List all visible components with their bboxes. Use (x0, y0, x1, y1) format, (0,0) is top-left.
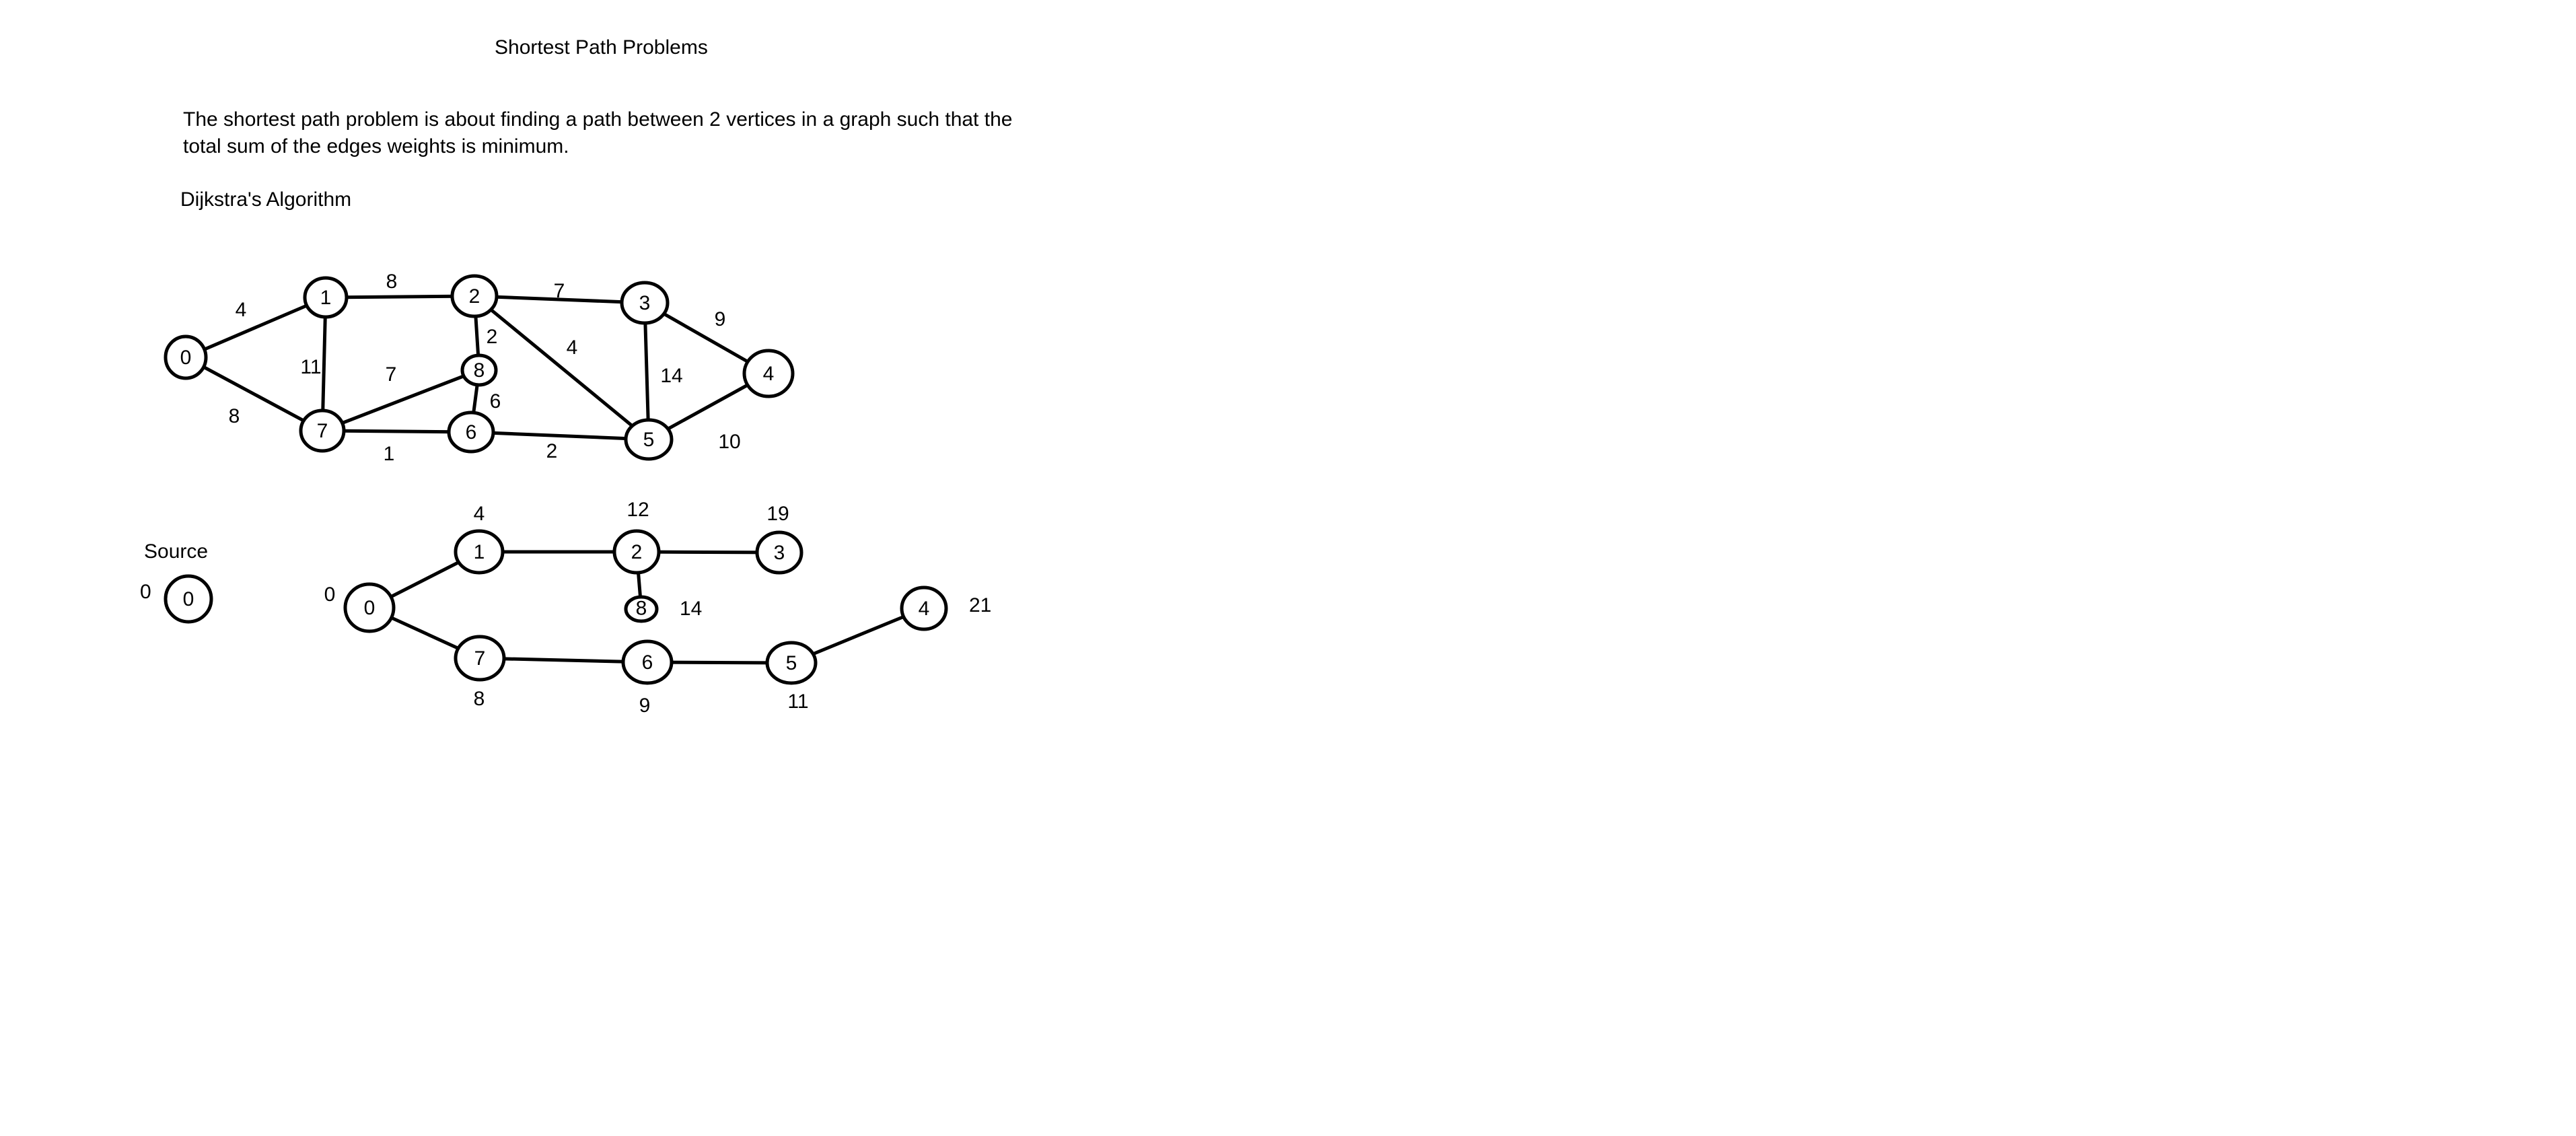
graph-edge-weights: 4 8 8 11 7 2 4 9 14 10 2 1 6 7 (229, 271, 741, 465)
node-8 (460, 353, 498, 387)
tree-node-4 (900, 585, 948, 631)
tree-node-label-0: 0 (364, 597, 375, 619)
edge-1-7 (320, 295, 328, 433)
tree-edge-7-6 (478, 656, 649, 664)
node-label-1: 1 (320, 287, 332, 309)
tree-node-label-1: 1 (474, 541, 485, 563)
source-node-label: 0 (183, 588, 194, 610)
tree-node-8 (624, 595, 659, 623)
node-2 (450, 274, 499, 318)
tree-node-5 (765, 641, 818, 685)
tree-distance-4: 21 (969, 594, 991, 616)
tree-node-1 (454, 529, 505, 575)
node-label-0: 0 (180, 347, 192, 369)
tree-node-7 (454, 635, 506, 682)
node-4 (742, 349, 795, 398)
node-label-2: 2 (469, 285, 480, 308)
description-line-2: total sum of the edges weights is minimu… (183, 135, 569, 157)
edge-weight-4-5: 10 (718, 431, 740, 453)
edge-6-7 (320, 429, 473, 434)
tree-node-0 (343, 582, 396, 633)
node-label-5: 5 (643, 429, 655, 451)
tree-distance-0: 0 (324, 583, 336, 606)
node-label-3: 3 (639, 292, 651, 314)
algorithm-title: Dijkstra's Algorithm (180, 188, 352, 211)
graph-nodes: 0 1 2 3 4 5 6 7 8 (164, 274, 795, 461)
problem-description: The shortest path problem is about findi… (183, 106, 1012, 160)
node-0 (164, 334, 208, 380)
edge-0-1 (184, 295, 328, 359)
tree-distance-6: 9 (639, 695, 651, 717)
edge-2-5 (472, 294, 651, 441)
tree-distance-1: 4 (474, 503, 485, 525)
edge-weight-7-8: 7 (386, 363, 397, 386)
edge-weight-2-5: 4 (567, 336, 578, 359)
source-label: Source (144, 540, 208, 563)
edge-weight-2-8: 2 (487, 326, 498, 348)
source-distance: 0 (140, 581, 151, 603)
node-label-6: 6 (466, 421, 477, 443)
node-7 (299, 409, 346, 453)
edge-weight-5-6: 2 (546, 440, 558, 462)
tree-node-3 (755, 530, 803, 575)
tree-node-label-6: 6 (642, 651, 653, 674)
node-label-4: 4 (763, 363, 775, 385)
tree-distance-5: 11 (787, 690, 808, 713)
node-label-7: 7 (317, 420, 328, 442)
edge-weight-1-7: 11 (300, 356, 321, 378)
description-line-1: The shortest path problem is about findi… (183, 108, 1013, 131)
edge-weight-2-3: 7 (554, 280, 565, 302)
edge-weight-6-8: 6 (490, 390, 501, 413)
edge-3-5 (643, 301, 651, 441)
node-6 (447, 411, 495, 454)
tree-node-label-2: 2 (631, 541, 643, 563)
tree-node-label-8: 8 (636, 598, 647, 620)
tree-node-label-4: 4 (919, 598, 930, 620)
tree-distance-7: 8 (474, 688, 485, 710)
edge-1-2 (324, 294, 476, 299)
tree-node-label-5: 5 (786, 652, 797, 674)
edge-weight-1-2: 8 (386, 271, 398, 293)
node-3 (620, 281, 670, 325)
tree-node-label-7: 7 (474, 647, 486, 670)
tree-distance-8: 14 (680, 598, 702, 620)
edge-2-3 (472, 294, 647, 305)
edge-5-6 (469, 430, 651, 441)
tree-distance-2: 12 (627, 499, 649, 521)
source-node (164, 574, 213, 624)
edge-weight-0-1: 4 (236, 299, 247, 321)
edge-0-7 (184, 355, 324, 433)
tree-node-6 (621, 639, 674, 685)
tree-distance-3: 19 (766, 503, 789, 525)
tree-node-label-3: 3 (774, 542, 785, 564)
tree-node-2 (612, 529, 661, 575)
page-title: Shortest Path Problems (495, 36, 708, 59)
source-section: Source 0 0 (140, 540, 213, 624)
edge-weight-3-5: 14 (660, 365, 682, 387)
edge-weight-3-4: 9 (715, 308, 726, 330)
node-label-8: 8 (474, 359, 485, 382)
tree-nodes: 0 1 2 3 8 7 6 5 4 (343, 529, 948, 685)
node-5 (624, 418, 674, 461)
node-1 (303, 276, 349, 319)
edge-7-8 (320, 368, 481, 433)
edge-weight-0-7: 8 (229, 405, 240, 427)
edge-weight-6-7: 1 (384, 443, 395, 465)
